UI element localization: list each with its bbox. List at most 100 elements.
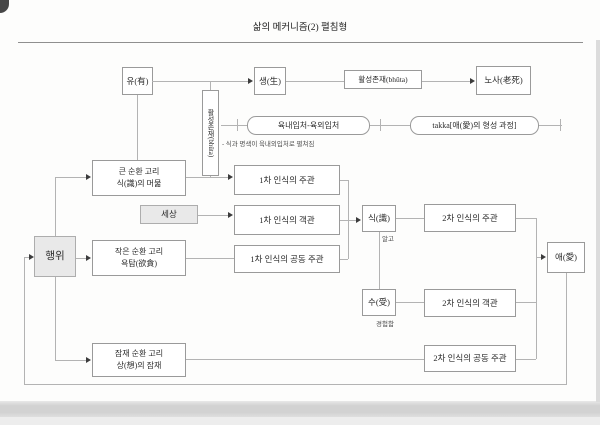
connector-line bbox=[396, 302, 424, 303]
arrowhead-icon bbox=[86, 255, 91, 261]
connector-line bbox=[348, 180, 349, 259]
connector-line bbox=[76, 258, 86, 259]
arrowhead-icon bbox=[356, 217, 361, 223]
connector-line bbox=[536, 218, 537, 359]
box-nosa: 노사(老死) bbox=[476, 66, 531, 95]
box-label: 2차 인식의 공동 주관 bbox=[433, 353, 507, 364]
arrowhead-icon bbox=[86, 357, 91, 363]
box-latent-loop: 잠재 순환 고리 상(想)의 잠재 bbox=[92, 343, 186, 377]
scan-bottom-shadow bbox=[0, 401, 600, 417]
box-bhuta-vertical: 활성존재(bhūta) bbox=[202, 90, 219, 176]
box-label: 애(愛) bbox=[555, 252, 577, 263]
page-title: 삶의 메커니즘(2) 펼침형 bbox=[252, 23, 348, 33]
box-label: 수(受) bbox=[368, 297, 390, 308]
arrowhead-icon bbox=[541, 254, 546, 260]
box-saeng: 생(生) bbox=[254, 67, 286, 95]
box-small-loop: 작은 순환 고리 욕탐(欲貪) bbox=[92, 240, 186, 276]
arrowhead-icon bbox=[86, 174, 91, 180]
connector-line bbox=[516, 218, 536, 219]
connector-line bbox=[137, 95, 138, 160]
box-label: 1차 인식의 객관 bbox=[259, 214, 315, 225]
connector-tick bbox=[380, 119, 381, 131]
box-label-line2: 욕탐(欲貪) bbox=[120, 259, 158, 268]
connector-line bbox=[24, 384, 567, 385]
box-label: 생(生) bbox=[259, 75, 281, 86]
scan-corner-mark bbox=[0, 0, 9, 13]
box-yu: 유(有) bbox=[122, 67, 153, 95]
box-haengwi: 행위 bbox=[34, 236, 76, 277]
connector-line bbox=[24, 257, 25, 384]
box-label: 2차 인식의 객관 bbox=[442, 297, 498, 308]
box-label: takka[애(愛)의 형성 과정] bbox=[432, 120, 517, 130]
connector-line bbox=[221, 125, 247, 126]
connector-line bbox=[286, 81, 344, 82]
box-six-sense-bases: 육내입처-육외입처 bbox=[247, 116, 370, 135]
connector-tick bbox=[237, 119, 238, 131]
box-p2-object: 2차 인식의 객관 bbox=[424, 289, 516, 317]
connector-line bbox=[198, 215, 229, 216]
connector-line bbox=[340, 220, 356, 221]
label-su-note: 경험함 bbox=[376, 321, 394, 328]
connector-line bbox=[379, 232, 380, 289]
connector-line bbox=[422, 81, 471, 82]
box-label: 1차 인식의 공동 주관 bbox=[250, 253, 324, 264]
box-label-line2: 식(識)의 머묾 bbox=[116, 179, 162, 188]
box-label-line1: 큰 순환 고리 bbox=[118, 167, 160, 176]
connector-line bbox=[55, 177, 86, 178]
connector-line bbox=[566, 273, 567, 384]
box-p2-subject: 2차 인식의 주관 bbox=[424, 204, 516, 232]
box-label: 식(識) bbox=[368, 213, 390, 224]
box-label: 2차 인식의 주관 bbox=[442, 212, 498, 223]
box-p2-common: 2차 인식의 공동 주관 bbox=[424, 345, 516, 372]
scan-right-edge bbox=[596, 40, 600, 402]
box-label: 유(有) bbox=[126, 75, 149, 86]
box-ae: 애(愛) bbox=[547, 242, 585, 273]
box-big-loop: 큰 순환 고리 식(識)의 머묾 bbox=[92, 160, 186, 196]
connector-line bbox=[516, 302, 536, 303]
arrowhead-icon bbox=[228, 212, 233, 218]
connector-line bbox=[186, 177, 229, 178]
box-sik: 식(識) bbox=[362, 205, 396, 232]
connector-line bbox=[370, 125, 410, 126]
connector-line bbox=[340, 180, 348, 181]
label-sik-note: 알고 bbox=[382, 236, 394, 243]
connector-line bbox=[152, 81, 249, 82]
arrowhead-icon bbox=[470, 78, 475, 84]
title-rule bbox=[18, 42, 583, 43]
connector-line bbox=[396, 218, 424, 219]
box-bhuta-horizontal: 활성존재(bhūta) bbox=[344, 70, 422, 89]
box-p1-object: 1차 인식의 객관 bbox=[234, 205, 340, 235]
connector-line bbox=[55, 277, 56, 360]
box-label-line1: 잠재 순환 고리 bbox=[114, 349, 164, 358]
connector-line bbox=[340, 259, 348, 260]
box-p1-subject: 1차 인식의 주관 bbox=[234, 165, 340, 195]
arrowhead-icon bbox=[228, 174, 233, 180]
box-label: 1차 인식의 주관 bbox=[259, 174, 315, 185]
arrowhead-icon bbox=[29, 254, 34, 260]
arrowhead-icon bbox=[248, 78, 253, 84]
box-label: 행위 bbox=[45, 250, 65, 262]
connector-line bbox=[24, 257, 30, 258]
box-label: 육내입처-육외입처 bbox=[277, 120, 340, 130]
connector-line bbox=[536, 257, 542, 258]
box-label-line1: 작은 순환 고리 bbox=[114, 247, 164, 256]
box-su: 수(受) bbox=[362, 289, 396, 316]
connector-line bbox=[539, 125, 562, 126]
connector-line bbox=[210, 81, 211, 90]
connector-line bbox=[186, 359, 424, 360]
box-takka: takka[애(愛)의 형성 과정] bbox=[410, 116, 539, 135]
footnote: - 식과 명색이 육내외입처로 펼쳐짐 bbox=[222, 141, 315, 148]
box-label: 활성존재(bhūta) bbox=[207, 108, 215, 158]
box-label: 노사(老死) bbox=[484, 75, 523, 86]
box-label-line2: 상(想)의 잠재 bbox=[116, 361, 162, 370]
box-p1-common: 1차 인식의 공동 주관 bbox=[234, 245, 340, 273]
box-label: 세상 bbox=[161, 209, 177, 220]
scan-bottom-strip bbox=[0, 417, 600, 425]
connector-line bbox=[55, 177, 56, 236]
connector-tick bbox=[560, 119, 561, 131]
box-sesang: 세상 bbox=[140, 205, 198, 224]
box-label: 활성존재(bhūta) bbox=[358, 74, 408, 84]
connector-line bbox=[186, 258, 234, 259]
connector-line bbox=[516, 359, 536, 360]
